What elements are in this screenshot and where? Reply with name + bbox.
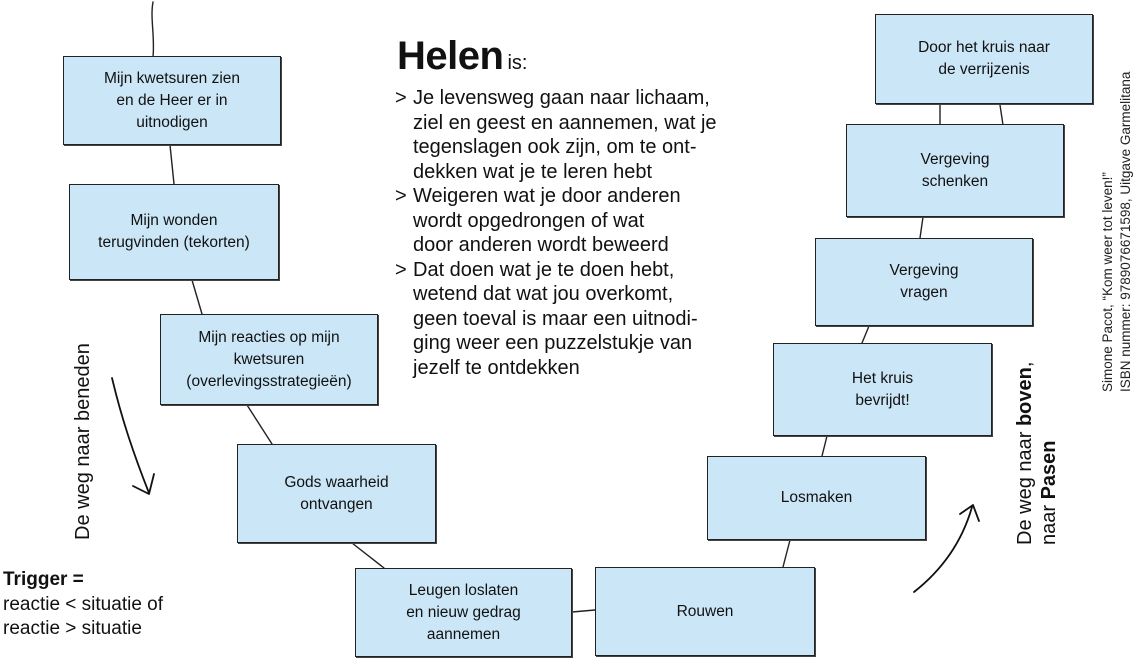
- arrow-up-curve: [913, 506, 973, 593]
- bullet-marker: >: [395, 185, 407, 207]
- step-box-kruis-bevrijdt: Het kruis bevrijdt!: [773, 343, 992, 436]
- step-label: Mijn kwetsuren zien en de Heer er in uit…: [103, 69, 241, 131]
- helen-bullet-list: > Je levensweg gaan naar lichaam, ziel e…: [395, 86, 717, 380]
- step-label: Leugen loslaten en nieuw gedrag aannemen: [406, 581, 521, 643]
- step-label: Mijn wonden terugvinden (tekorten): [98, 212, 250, 251]
- step-box-vergeving-vragen: Vergeving vragen: [815, 238, 1033, 326]
- way-up-line2-prefix: naar: [1038, 499, 1060, 545]
- arrow-down-curve: [111, 377, 150, 494]
- trigger-line-1: reactie < situatie of: [3, 593, 164, 615]
- step-label: Mijn reacties op mijn kwetsuren (overlev…: [186, 328, 352, 390]
- step-box-rouwen: Rouwen: [595, 567, 815, 656]
- connector-4-5: [351, 542, 385, 569]
- helen-suffix: is:: [507, 52, 528, 74]
- bullet-item: > Je levensweg gaan naar lichaam, ziel e…: [395, 86, 717, 184]
- connector-8-9: [861, 325, 870, 344]
- step-box-gods-waarheid: Gods waarheid ontvangen: [237, 444, 436, 543]
- step-box-vergeving-schenken: Vergeving schenken: [846, 124, 1064, 217]
- arrow-up-head: [959, 504, 980, 522]
- helen-title: Helen: [397, 34, 504, 78]
- connector-5-6: [571, 609, 596, 613]
- connector-2-3: [191, 279, 203, 315]
- way-up-prefix: De weg naar: [1014, 426, 1036, 545]
- bullet-item: > Dat doen wat je te doen hebt, wetend d…: [395, 258, 717, 381]
- step-box-wonden-terugvinden: Mijn wonden terugvinden (tekorten): [69, 184, 279, 280]
- source-credit: Simone Pacot, “Kom weer tot leven!” ISBN…: [1099, 72, 1135, 392]
- connector-9-10: [919, 216, 924, 239]
- step-label: Losmaken: [780, 489, 853, 506]
- bullet-text: Dat doen wat je te doen hebt, wetend dat…: [413, 258, 698, 379]
- connector-top-end: [999, 104, 1004, 126]
- step-label: Vergeving schenken: [920, 150, 990, 190]
- way-up-bold-boven: boven: [1014, 367, 1036, 427]
- arrow-down-head: [132, 473, 155, 495]
- connector-7-8: [821, 435, 828, 457]
- bullet-text: Weigeren wat je door anderen wordt opged…: [413, 185, 681, 256]
- bullet-item: > Weigeren wat je door anderen wordt opg…: [395, 184, 717, 258]
- trigger-title: Trigger =: [3, 569, 84, 590]
- way-up-comma: ,: [1014, 361, 1036, 368]
- step-label: Door het kruis naar de verrijzenis: [918, 39, 1050, 78]
- credit-line-1: Simone Pacot, “Kom weer tot leven!”: [1100, 172, 1115, 392]
- connector-top-start: [151, 1, 155, 58]
- step-label: Rouwen: [676, 602, 734, 620]
- credit-line-2: ISBN nummer: 9789076671598, Uitgave Garm…: [1118, 71, 1133, 392]
- way-up-bold-pasen: Pasen: [1038, 440, 1060, 500]
- step-label: Gods waarheid ontvangen: [284, 473, 389, 513]
- way-up-line-2: naar Pasen: [1037, 362, 1061, 545]
- bullet-marker: >: [395, 258, 407, 281]
- trigger-line-2: reactie > situatie: [3, 618, 142, 639]
- bullet-marker: >: [395, 87, 407, 109]
- step-box-losmaken: Losmaken: [707, 456, 926, 540]
- way-up-label: De weg naar boven, naar Pasen: [1013, 362, 1061, 545]
- step-box-door-het-kruis: Door het kruis naar de verrijzenis: [875, 14, 1093, 104]
- step-label: Vergeving vragen: [889, 262, 959, 301]
- connector-3-4: [246, 404, 273, 445]
- trigger-note: Trigger = reactie < situatie of reactie …: [3, 568, 163, 642]
- way-up-line-1: De weg naar boven,: [1013, 362, 1037, 545]
- connector-1-2: [169, 144, 175, 185]
- step-label: Het kruis bevrijdt!: [851, 369, 914, 409]
- step-box-reacties: Mijn reacties op mijn kwetsuren (overlev…: [160, 314, 378, 405]
- connector-6-7: [782, 539, 791, 568]
- bullet-text: Je levensweg gaan naar lichaam, ziel en …: [413, 87, 717, 183]
- way-down-label: De weg naar beneden: [72, 343, 94, 540]
- step-box-leugen-loslaten: Leugen loslaten en nieuw gedrag aannemen: [355, 568, 572, 657]
- step-box-kwetsuren-zien: Mijn kwetsuren zien en de Heer er in uit…: [63, 56, 281, 145]
